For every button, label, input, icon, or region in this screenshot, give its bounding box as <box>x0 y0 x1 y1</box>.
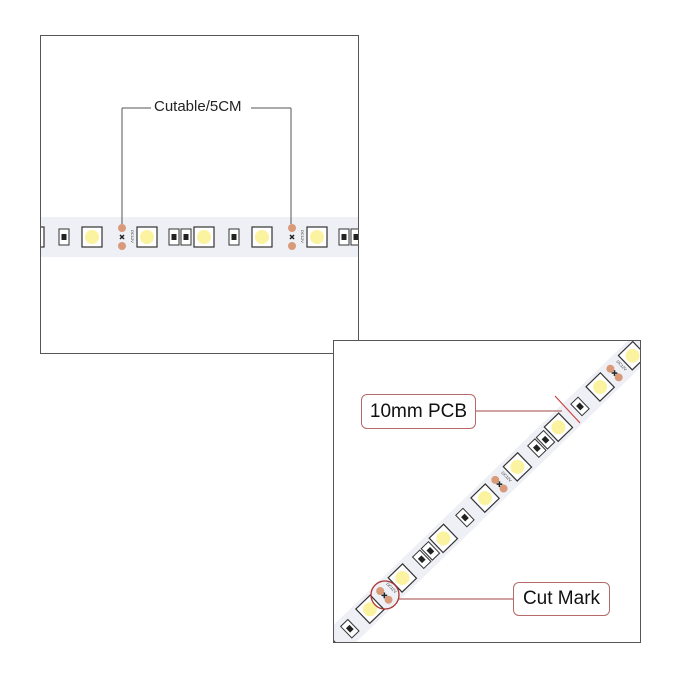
led-emitter <box>310 230 324 244</box>
resistor <box>231 234 237 240</box>
led-chip <box>41 226 45 248</box>
led-emitter <box>140 230 154 244</box>
dc12v-marking: DC12V <box>130 230 135 243</box>
cut-mark-icon <box>289 234 295 240</box>
cut-interval-leader <box>121 107 292 224</box>
resistor <box>417 555 426 564</box>
resistor <box>426 547 435 555</box>
cut-mark-callout: Cut Mark <box>513 582 610 616</box>
led-emitter <box>197 230 211 244</box>
solder-pad <box>118 242 126 250</box>
cut-mark-icon <box>611 370 618 376</box>
pcb-width-marker <box>554 395 581 424</box>
solder-pad <box>376 587 385 596</box>
resistor <box>576 402 584 411</box>
resistor <box>461 513 469 522</box>
strip-group: DC12V DC12V <box>41 217 358 257</box>
pcb-width-callout: 10mm PCB <box>361 394 476 429</box>
resistor <box>541 435 550 444</box>
led-emitter <box>625 348 640 363</box>
led-emitter <box>395 571 410 586</box>
solder-pad <box>614 373 623 382</box>
led-emitter <box>510 459 525 474</box>
dc12v-marking: DC12V <box>300 230 305 243</box>
led-emitter <box>362 602 377 617</box>
solder-pad <box>288 242 296 250</box>
resistor <box>171 234 177 240</box>
solder-pad <box>491 475 500 484</box>
cut-mark-icon <box>496 481 503 488</box>
resistor <box>183 234 189 240</box>
cut-mark-icon <box>119 234 125 240</box>
solder-pad <box>288 224 296 232</box>
cutable-label: Cutable/5CM <box>154 98 242 115</box>
solder-pad <box>606 364 615 373</box>
cut-mark-icon <box>381 592 388 599</box>
resistor <box>61 234 67 240</box>
resistor <box>345 624 354 633</box>
resistor <box>341 234 347 240</box>
solder-pad <box>384 595 393 604</box>
cutable-panel: DC12V DC12V Cutable/5CM <box>40 35 359 354</box>
led-emitter <box>593 379 608 394</box>
solder-pad <box>118 224 126 232</box>
led-emitter <box>85 230 99 244</box>
led-emitter <box>255 230 269 244</box>
solder-pad <box>499 484 508 493</box>
cut-mark-circle <box>370 580 400 610</box>
resistor <box>353 234 358 240</box>
led-emitter <box>478 491 493 506</box>
led-emitter <box>436 531 451 546</box>
led-strip-horizontal: DC12V DC12V <box>41 107 358 257</box>
led-emitter <box>551 420 566 435</box>
resistor <box>532 444 541 453</box>
